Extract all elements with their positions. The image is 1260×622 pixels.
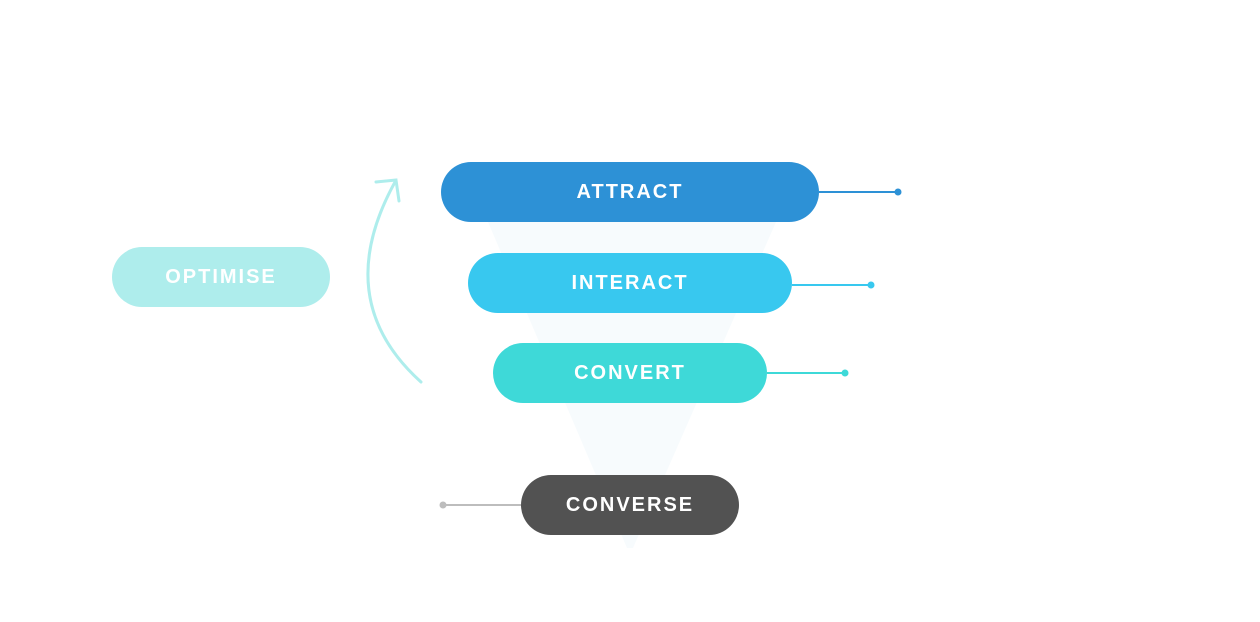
outcome-converse: CONVERSE: [521, 475, 739, 535]
interact-connector-dot: [867, 281, 875, 289]
attract-connector-dot: [894, 188, 902, 196]
stage-attract-label: ATTRACT: [576, 180, 684, 203]
outcome-converse-label: CONVERSE: [565, 493, 695, 516]
stage-convert: CONVERT: [493, 343, 767, 403]
feedback-optimise-label: OPTIMISE: [165, 265, 277, 288]
optimise-arrow-curve: [366, 180, 423, 384]
stage-attract: ATTRACT: [441, 162, 819, 222]
stage-interact: INTERACT: [468, 253, 792, 313]
converse-connector-dot: [439, 501, 447, 509]
feedback-optimise: OPTIMISE: [112, 247, 330, 307]
stage-convert-label: CONVERT: [574, 361, 686, 384]
optimise-arrow-icon: [366, 178, 423, 384]
convert-connector-dot: [841, 369, 849, 377]
optimise-arrow-head: [374, 178, 401, 203]
stage-interact-label: INTERACT: [571, 271, 689, 294]
